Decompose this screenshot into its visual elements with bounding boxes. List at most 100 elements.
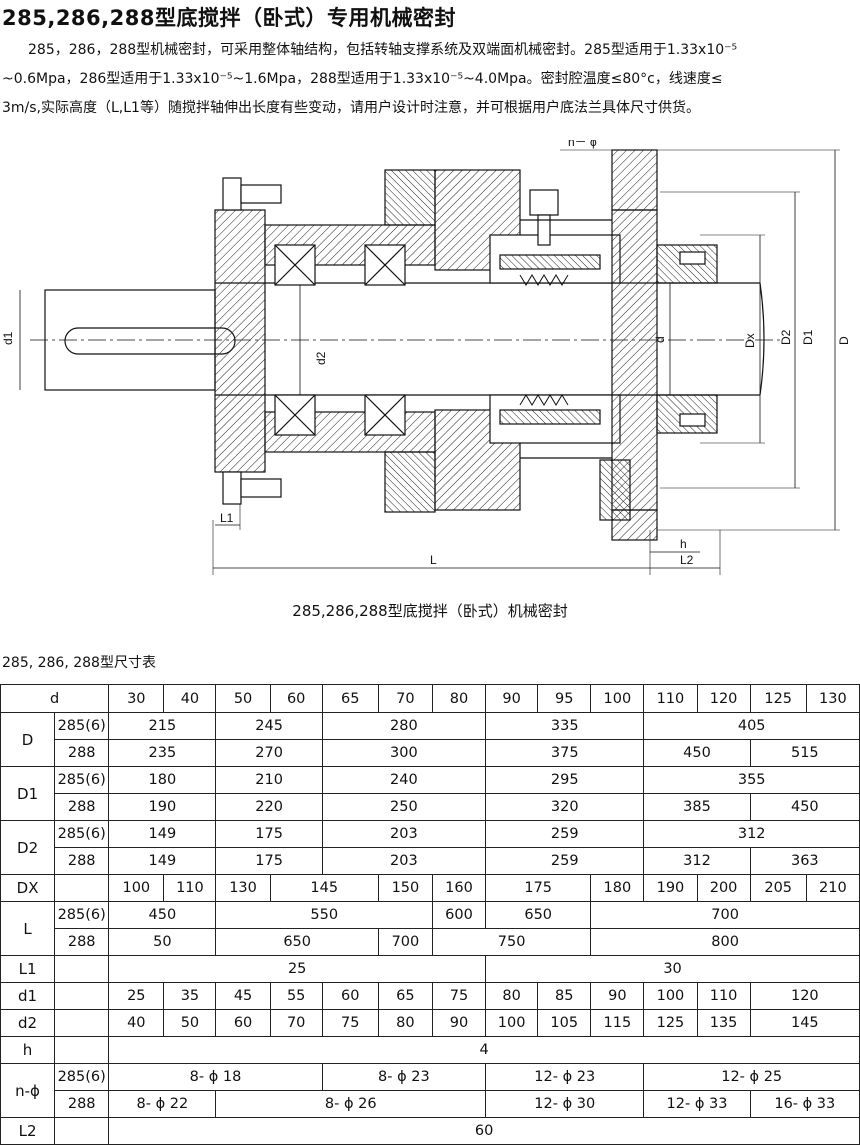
table-cell: 8- ϕ 22 (108, 1090, 217, 1118)
label-L1: L1 (220, 511, 234, 525)
table-cell: 90 (485, 684, 539, 713)
table-cell: 190 (643, 874, 698, 902)
table-cell: 450 (749, 793, 860, 821)
table-cell: 245 (215, 712, 323, 740)
table-cell: 450 (643, 739, 751, 767)
table-cell: 130 (215, 874, 271, 902)
label-d1: d1 (1, 331, 15, 345)
table-cell: 45 (215, 982, 271, 1010)
table-row-D2-288: 288 149 175 203 259 312 363 (1, 847, 860, 875)
label-D: D (837, 336, 851, 345)
label-d2: d2 (314, 351, 328, 365)
table-cell: 300 (321, 739, 487, 767)
table-cell: 259 (485, 847, 645, 875)
table-cell: 203 (321, 820, 487, 848)
table-cell: 4 (108, 1036, 860, 1064)
table-cell: 270 (215, 739, 323, 767)
table-cell: 600 (431, 901, 487, 929)
table-cell: 450 (108, 901, 217, 929)
table-cell: 149 (108, 820, 217, 848)
table-cell: 100 (108, 874, 165, 902)
table-cell: 288 (54, 1090, 110, 1118)
table-cell: 355 (643, 766, 860, 794)
table-cell: 210 (805, 874, 860, 902)
table-cell: 70 (377, 684, 433, 713)
table-cell: 115 (590, 1009, 645, 1037)
table-cell: 12- ϕ 33 (643, 1090, 751, 1118)
table-cell: 65 (377, 982, 433, 1010)
label-n-phi: n－ ϕ (568, 140, 597, 149)
table-cell: 60 (215, 1009, 271, 1037)
table-row-D1-288: 288 190 220 250 320 385 450 (1, 793, 860, 821)
intro-line-2: ~0.6Mpa，286型适用于1.33x10⁻⁵~1.6Mpa，288型适用于1… (2, 71, 723, 87)
table-cell: 550 (215, 901, 433, 929)
label-L: L (430, 553, 437, 567)
table-cell: 65 (321, 684, 379, 713)
table-cell: 80 (485, 982, 539, 1010)
table-cell: 60 (269, 684, 323, 713)
table-cell: 149 (108, 847, 217, 875)
table-cell: 250 (321, 793, 487, 821)
table-cell: 75 (431, 982, 487, 1010)
table-cell: 175 (215, 820, 323, 848)
table-cell: h (0, 1036, 56, 1064)
table-cell: 190 (108, 793, 217, 821)
table-cell: 295 (485, 766, 645, 794)
table-cell: 320 (485, 793, 645, 821)
table-row-d: d 30 40 50 60 65 70 80 90 95 100 110 120… (0, 684, 860, 713)
table-cell: 60 (108, 1117, 860, 1145)
table-cell: 150 (377, 874, 433, 902)
table-cell: 288 (54, 847, 110, 875)
table-cell: 50 (108, 928, 217, 956)
table-row-L-285: L 285(6) 450 550 600 650 700 (0, 901, 860, 956)
table-cell: 215 (108, 712, 217, 740)
table-cell: 125 (643, 1009, 698, 1037)
table-cell: 35 (163, 982, 217, 1010)
table-row-h: h 4 (0, 1036, 860, 1064)
table-row-L2: L2 60 (0, 1117, 860, 1145)
table-cell: 90 (431, 1009, 487, 1037)
page-title: 285,286,288型底搅拌（卧式）专用机械密封 (2, 6, 456, 30)
table-cell: 8- ϕ 18 (108, 1063, 323, 1091)
table-cell: 50 (215, 684, 271, 713)
table-row-d2: d2 40 50 60 70 75 80 90 100 105 115 125 … (0, 1009, 860, 1037)
table-cell: 80 (377, 1009, 433, 1037)
table-cell: 180 (590, 874, 645, 902)
table-cell: 312 (643, 820, 860, 848)
table-cell: 125 (749, 684, 807, 713)
table-cell: 75 (321, 1009, 379, 1037)
table-cell: 8- ϕ 26 (215, 1090, 487, 1118)
table-cell: 800 (590, 928, 860, 956)
table-cell: 160 (431, 874, 487, 902)
table-cell: 105 (537, 1009, 592, 1037)
table-row-L-288: 288 50 650 700 750 800 (1, 928, 860, 956)
table-cell: 100 (590, 684, 645, 713)
table-cell: 285(6) (54, 1063, 110, 1091)
table-cell: 285(6) (54, 820, 110, 848)
label-d: d (653, 336, 667, 343)
table-row-nphi-288: 288 8- ϕ 22 8- ϕ 26 12- ϕ 30 12- ϕ 33 16… (1, 1090, 860, 1118)
table-cell: d2 (0, 1009, 56, 1037)
table-cell: 16- ϕ 33 (749, 1090, 860, 1118)
table-cell: 50 (163, 1009, 217, 1037)
table-cell: D1 (0, 766, 56, 821)
table-cell: 650 (485, 901, 592, 929)
table-cell: 135 (696, 1009, 751, 1037)
table-cell: 312 (643, 847, 751, 875)
table-cell: 750 (431, 928, 592, 956)
label-d2-outer: D2 (779, 329, 793, 345)
table-cell: 110 (163, 874, 217, 902)
table-cell: 80 (431, 684, 487, 713)
table-cell (54, 1036, 110, 1064)
table-row-D1-285: D1 285(6) 180 210 240 295 355 (0, 766, 860, 821)
intro-line-1: 285，286，288型机械密封，可采用整体轴结构，包括转轴支撑系统及双端面机械… (28, 42, 738, 58)
table-cell: 385 (643, 793, 751, 821)
table-cell: 40 (163, 684, 217, 713)
table-cell: D2 (0, 820, 56, 875)
table-cell: 180 (108, 766, 217, 794)
table-cell: 8- ϕ 23 (321, 1063, 487, 1091)
table-cell: 55 (269, 982, 323, 1010)
table-row-D2-285: D2 285(6) 149 175 203 259 312 (0, 820, 860, 875)
table-cell: L1 (0, 955, 56, 983)
table-cell: DX (0, 874, 56, 902)
